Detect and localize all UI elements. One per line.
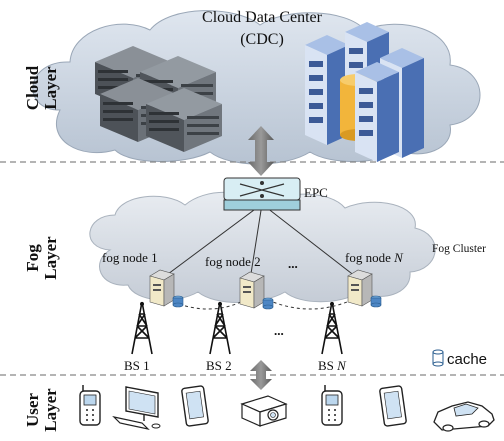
fog-layer-label-top: Fog <box>23 244 42 272</box>
base-station-1-label: BS 1 <box>124 358 150 373</box>
cloud-layer-label-top: Cloud <box>23 65 42 110</box>
double-arrow-lower-icon <box>250 360 272 390</box>
fog-nodes-ellipsis: ... <box>288 256 298 271</box>
fog-node-1-server-icon <box>149 269 184 308</box>
cache-icon <box>432 349 444 367</box>
fog-node-n-label: fog node N <box>345 250 404 265</box>
fog-node-n-server-icon <box>347 269 382 308</box>
base-station-2-tower-icon <box>209 301 231 355</box>
link-epc-node2 <box>249 203 263 281</box>
base-stations-ellipsis: ... <box>274 323 284 338</box>
fog-node-2-label: fog node 2 <box>205 254 261 269</box>
link-node2-nodeN <box>267 299 353 310</box>
user-layer-label-top: User <box>23 393 42 427</box>
tablet-icon <box>379 385 407 427</box>
epc-router-icon <box>223 177 301 211</box>
cache-legend: cache <box>432 349 487 368</box>
fog-cloud-shape <box>89 191 436 303</box>
epc-label: EPC <box>304 185 328 200</box>
cloud-title-line2: (CDC) <box>240 31 284 48</box>
fog-node-2-server-icon <box>239 271 274 310</box>
link-epc-nodeN <box>261 203 361 281</box>
projector-icon <box>240 395 288 427</box>
cloud-layer: Cloud Data Center (CDC) <box>23 9 481 165</box>
cloud-title-line1: Cloud Data Center <box>202 9 323 26</box>
fog-cluster-label: Fog Cluster <box>432 243 486 255</box>
double-arrow-icon <box>248 126 274 176</box>
cloud-layer-label-bottom: Layer <box>41 66 60 110</box>
rack-servers-icon <box>95 46 222 152</box>
base-station-n-tower-icon <box>321 301 343 355</box>
base-station-1-tower-icon <box>131 301 153 355</box>
phone-icon <box>79 385 101 426</box>
fog-layer: EPC Fog Cluster fog node 1 fog node 2 fo… <box>23 177 486 373</box>
tower-servers-icon <box>305 22 424 162</box>
tablet-icon <box>181 385 209 427</box>
link-epc-node1 <box>159 203 263 281</box>
cache-label: cache <box>447 351 487 368</box>
user-layer-label-bottom: Layer <box>41 388 60 432</box>
desktop-icon <box>112 386 161 431</box>
base-station-2-label: BS 2 <box>206 358 232 373</box>
base-station-n-label: BS N <box>318 358 347 373</box>
fog-layer-label-bottom: Layer <box>41 236 60 280</box>
car-icon <box>433 401 495 432</box>
phone-icon <box>321 385 343 426</box>
fog-node-1-label: fog node 1 <box>102 250 158 265</box>
user-layer: User Layer <box>23 385 495 432</box>
